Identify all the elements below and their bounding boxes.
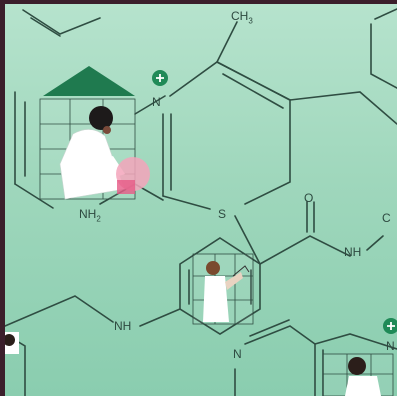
bond-linker <box>5 295 114 327</box>
label-carbonyl-cut: C <box>382 211 391 225</box>
bond-top-left-ring <box>22 9 101 35</box>
plus-icon <box>152 70 168 86</box>
bond-thiophene <box>169 61 291 205</box>
label-nitrogen-bottom: N <box>233 347 242 361</box>
bond-methyl <box>216 21 238 63</box>
molecule-bonds <box>5 8 397 396</box>
label-linker: NH <box>114 319 132 333</box>
label-sulfur: S <box>218 207 227 221</box>
label-nitrogen-right: N <box>386 339 395 353</box>
label-nitrogen-top: N <box>152 95 161 109</box>
label-oxygen: O <box>304 191 314 205</box>
label-methyl: CH3 <box>231 9 253 26</box>
bond-right-chain <box>289 91 397 125</box>
scientist-right <box>345 357 381 396</box>
label-amine: NH2 <box>79 207 101 224</box>
molecule-illustration: CH3 N NH2 S O NH C NH N N <box>5 4 397 396</box>
lab-roof <box>43 66 135 96</box>
scientist-center <box>203 261 250 322</box>
bond-right-ring <box>374 8 397 20</box>
scientist-left <box>59 106 150 200</box>
bond-amide <box>259 235 351 265</box>
plus-icon-right <box>383 318 397 334</box>
bond-sulfur-ring <box>234 215 261 265</box>
bond-central-ring <box>179 237 261 335</box>
label-amide: NH <box>344 245 362 259</box>
